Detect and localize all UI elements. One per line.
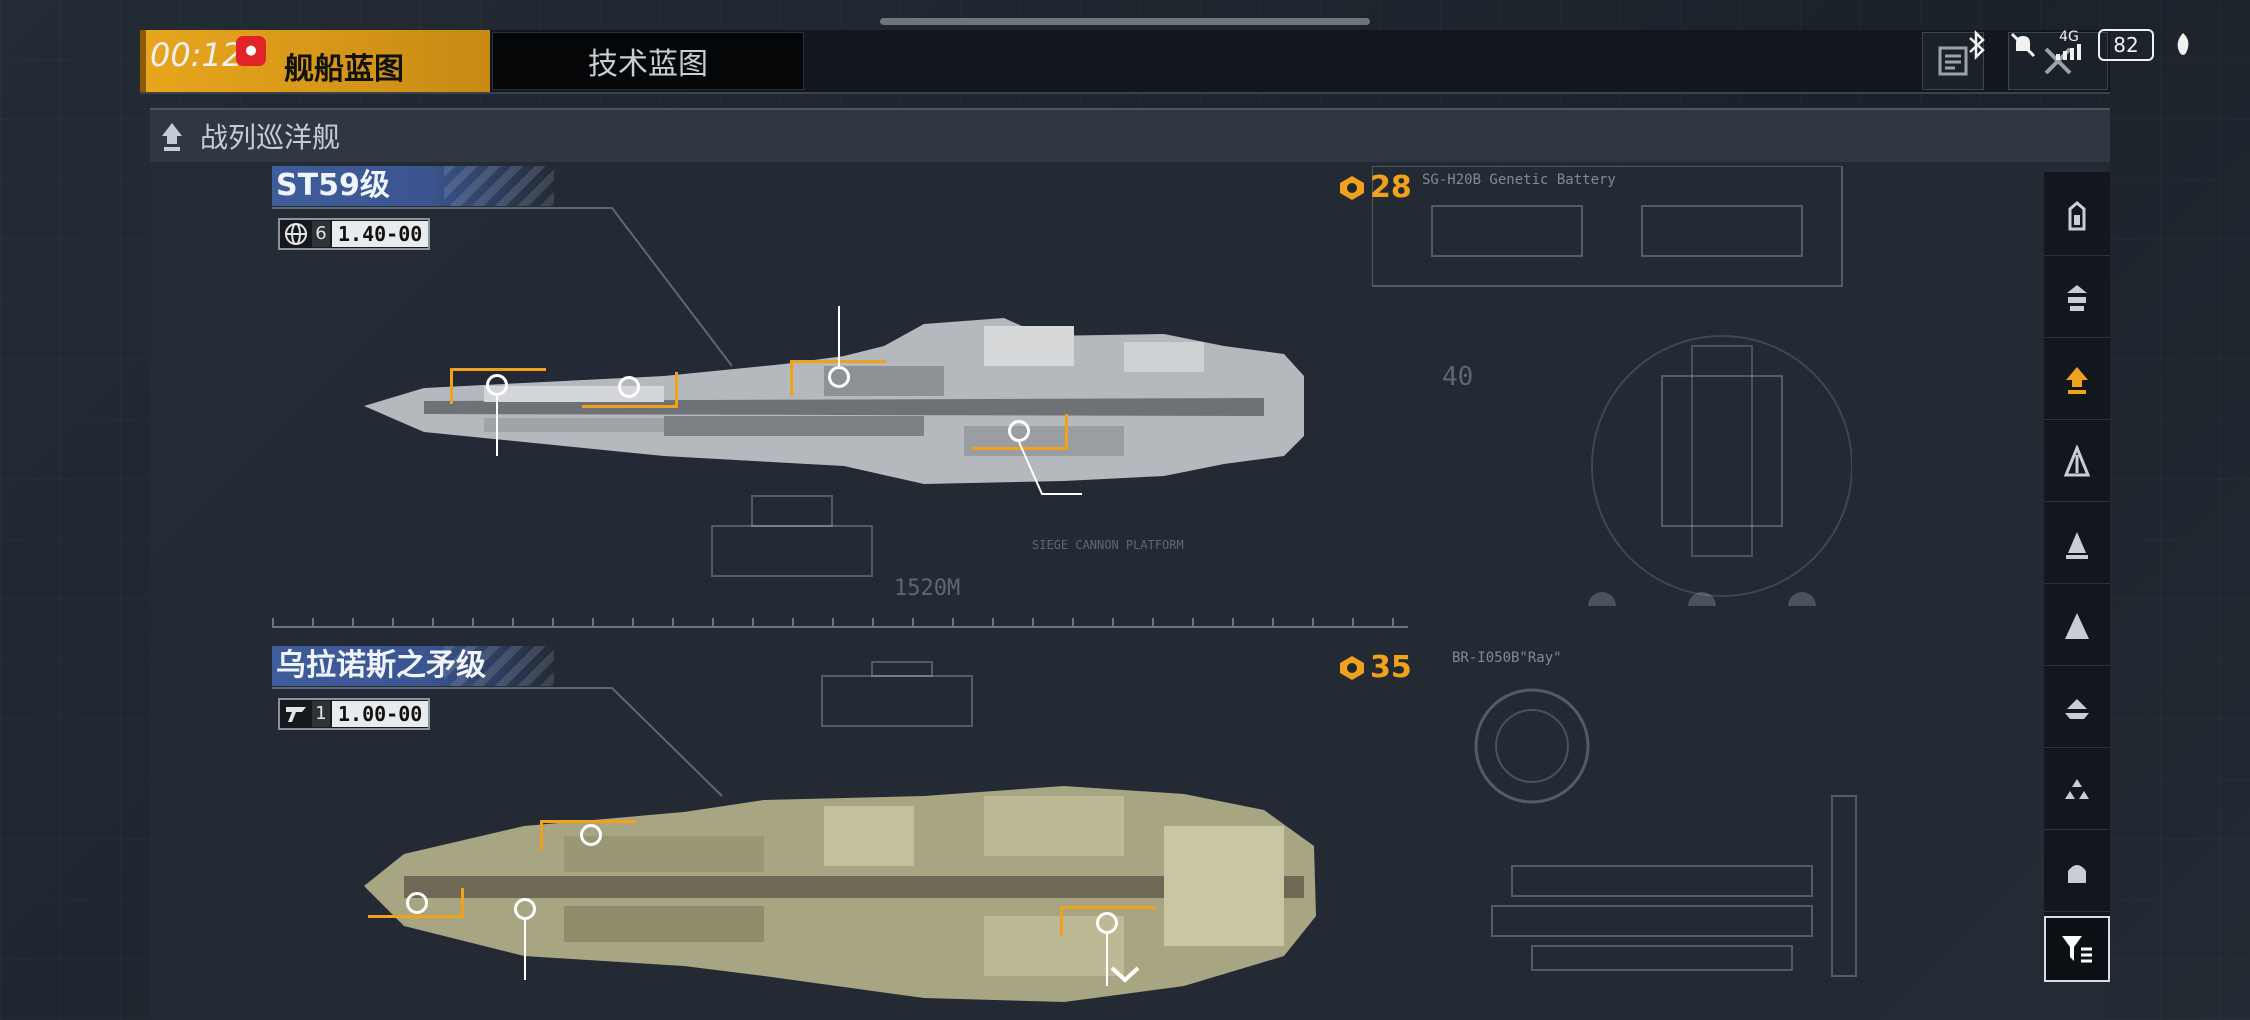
corvette-icon (2068, 864, 2086, 883)
filter-icon (2062, 936, 2092, 963)
network-type: 4G (2059, 29, 2079, 45)
battery-level: 82 (2113, 33, 2139, 57)
hardpoint-bracket (450, 368, 546, 404)
weapon-hardpoint[interactable] (486, 374, 508, 396)
ship-stat-box: 1 1.00-00 (278, 698, 431, 730)
hardpoint-bracket (368, 888, 464, 918)
frigate-icon (2068, 200, 2086, 230)
ship-cost-value: 28 (1370, 170, 1412, 205)
hardpoint-leader-lines (496, 306, 1082, 495)
ship-tier: 1 (312, 701, 330, 727)
weapon-hardpoint[interactable] (1008, 420, 1030, 442)
hull-side-schematic (711, 495, 873, 577)
hull-side-schematic (821, 661, 973, 727)
window-grabber[interactable] (880, 18, 1370, 25)
tab-ship-blueprint-label: 舰船蓝图 (284, 52, 404, 87)
rail-btn-battleship[interactable] (2044, 586, 2110, 666)
ship-cost-value: 35 (1370, 650, 1412, 685)
command-point-icon (1340, 655, 1364, 680)
battery-indicator: 82 (2098, 29, 2154, 61)
weapon-hardpoint[interactable] (580, 824, 602, 846)
rail-btn-auxiliary[interactable] (2044, 668, 2110, 748)
hardpoint-leader-lines (524, 920, 1108, 986)
section-title: 战列巡洋舰 (200, 121, 341, 154)
battlecruiser-icon (2066, 366, 2088, 394)
weapon-hardpoint[interactable] (406, 892, 428, 914)
ship-tier: 6 (312, 221, 330, 247)
rail-btn-frigate[interactable] (2044, 176, 2110, 256)
ship-card[interactable]: ST59级 6 1.40-00 28 SIEGE CANNON PLA (272, 166, 1912, 628)
bluetooth-icon (1960, 28, 1994, 62)
fighter-icon (2065, 778, 2089, 799)
destroyer-icon (2067, 284, 2087, 311)
ship-stat-value: 1.40-00 (332, 221, 429, 247)
leaf-icon (2166, 28, 2200, 62)
hardpoint-bracket (972, 414, 1068, 450)
ship-name: ST59级 (276, 168, 390, 203)
faction-icon (280, 700, 312, 728)
weapon-label: BR-I050B"Ray" (1452, 650, 1562, 666)
weapon-label: SG-H20B Genetic Battery (1422, 172, 1616, 188)
rail-btn-fighter[interactable] (2044, 750, 2110, 830)
mute-bell-icon (2006, 28, 2040, 62)
leader-line (272, 687, 723, 797)
command-point-icon (1340, 175, 1364, 200)
ship-uranus-spear-model[interactable] (364, 766, 1324, 1016)
ship-stat-box: 6 1.40-00 (278, 218, 431, 250)
ship-cost: 35 (1338, 650, 1412, 685)
hardpoint-bracket (582, 372, 678, 408)
filter-button[interactable] (2044, 916, 2110, 982)
grid-readout: 40 (1442, 362, 1474, 392)
notes-icon (1938, 46, 1968, 76)
globe-icon (280, 220, 312, 248)
schematic-caption: SIEGE CANNON PLATFORM (1032, 538, 1184, 552)
hardpoint-bracket (1060, 906, 1156, 936)
length-readout: 1520M (894, 576, 961, 601)
tab-ship-blueprint[interactable]: 舰船蓝图 (140, 30, 490, 92)
rail-btn-cruiser[interactable] (2044, 422, 2110, 502)
weapon-hardpoint[interactable] (828, 366, 850, 388)
chevron-down-icon[interactable] (1108, 962, 1142, 988)
hardpoint-bracket (540, 820, 636, 850)
rail-btn-corvette[interactable] (2044, 832, 2110, 912)
blueprint-schematic (1372, 166, 1852, 606)
weapon-hardpoint[interactable] (1096, 912, 1118, 934)
leader-line (272, 207, 732, 367)
battleship-icon (2065, 612, 2089, 639)
ship-name-tag: ST59级 (272, 166, 554, 206)
battlecruiser-class-icon (162, 123, 182, 151)
auxiliary-icon (2065, 698, 2089, 719)
tab-tech-blueprint[interactable]: 技术蓝图 (492, 32, 804, 90)
section-header (150, 108, 2110, 162)
rail-btn-carrier[interactable] (2044, 504, 2110, 584)
ship-stat-value: 1.00-00 (332, 701, 429, 727)
tab-tech-blueprint-label: 技术蓝图 (588, 47, 708, 82)
status-time: 00:12 (150, 36, 243, 74)
ruler-ticks (272, 618, 1408, 628)
ship-name-tag: 乌拉诺斯之矛级 (272, 646, 554, 686)
app-notification-icon: ● (236, 36, 266, 66)
status-icons: 4G 82 (1960, 28, 2200, 62)
rail-btn-battlecruiser[interactable] (2044, 340, 2110, 420)
ship-card[interactable]: 乌拉诺斯之矛级 1 1.00-00 35 BR-I050B"Ray" (272, 646, 1912, 1020)
cellular-signal-icon: 4G (2052, 28, 2086, 62)
carrier-icon (2066, 531, 2088, 559)
weapon-hardpoint[interactable] (514, 898, 536, 920)
blueprint-schematic (1474, 688, 1857, 977)
ship-st59-model[interactable] (364, 306, 1314, 506)
cruiser-icon (2063, 444, 2091, 476)
ship-cost: 28 (1338, 170, 1412, 205)
weapon-hardpoint[interactable] (618, 376, 640, 398)
rail-btn-destroyer[interactable] (2044, 258, 2110, 338)
